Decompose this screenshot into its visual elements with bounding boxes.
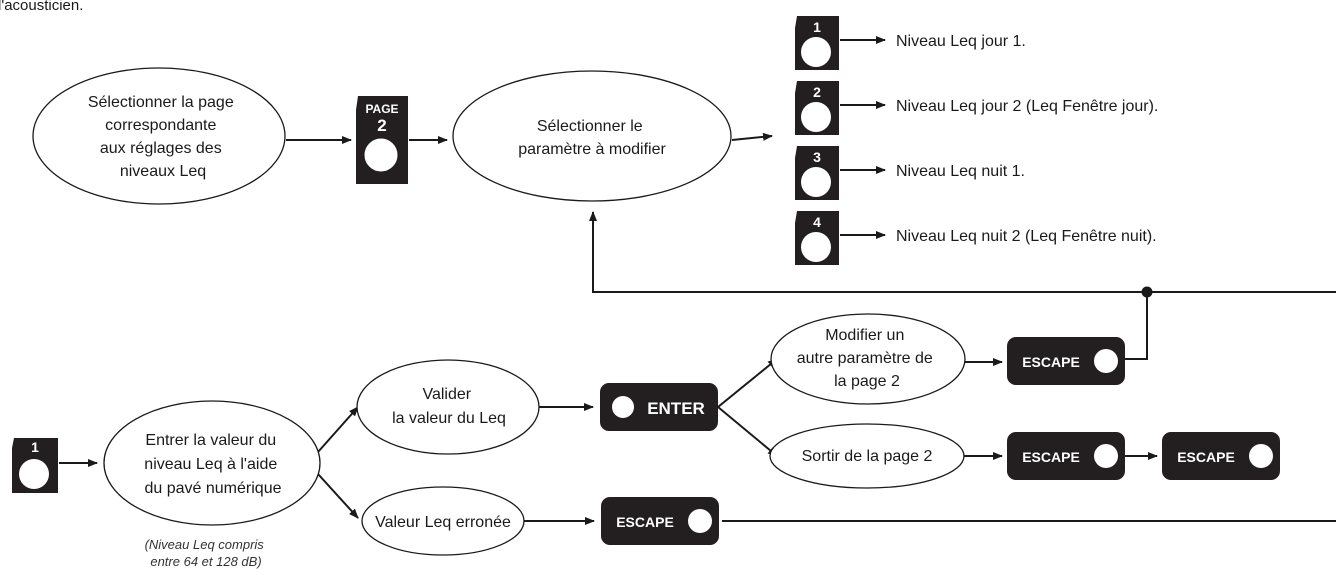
range-note: (Niveau Leq compris entre 64 et 128 dB) xyxy=(145,537,268,569)
svg-text:Sortir de la page 2: Sortir de la page 2 xyxy=(802,448,933,465)
svg-text:Sélectionner la page cor: Sélectionner la page correspondante aux … xyxy=(88,94,238,180)
node-select-page: Sélectionner la page correspondante aux … xyxy=(32,67,286,205)
node-validate: Valider la valeur du Leq xyxy=(356,359,540,455)
node-modify-other: Modifier un autre paramètre de la page 2 xyxy=(770,313,966,405)
param-label: Niveau Leq nuit 1. xyxy=(896,163,1025,180)
svg-text:Valeur Leq erronée: Valeur Leq erronée xyxy=(375,514,511,531)
svg-text:Valider la valeur du Leq: Valider la valeur du Leq xyxy=(392,386,506,427)
escape-key: ESCAPE xyxy=(601,497,719,545)
param-key-number: 4 xyxy=(813,214,821,230)
page-key-number: 2 xyxy=(377,116,386,135)
escape-key: ESCAPE xyxy=(1007,337,1125,385)
node-enter-value: Entrer la valeur du niveau Leq à l'aide … xyxy=(103,400,321,526)
param-label: Niveau Leq nuit 2 (Leq Fenêtre nuit). xyxy=(896,228,1157,245)
svg-text:Sélectionner le paramètr: Sélectionner le paramètre à modifier xyxy=(518,118,666,158)
escape-keys: ESCAPE ESCAPE ESCAPE ESCAPE xyxy=(601,337,1280,545)
svg-text:Entrer la valeur du nive: Entrer la valeur du niveau Leq à l'aide … xyxy=(144,432,281,497)
svg-text:Modifier un autre paramè: Modifier un autre paramètre de la page 2 xyxy=(797,327,938,390)
node-exit-page: Sortir de la page 2 xyxy=(769,423,965,489)
node-error: Valeur Leq erronée xyxy=(361,486,525,556)
svg-text:ESCAPE: ESCAPE xyxy=(1177,449,1235,465)
param-key-number: 1 xyxy=(813,19,821,35)
svg-text:ENTER: ENTER xyxy=(647,399,705,418)
param-label: Niveau Leq jour 1. xyxy=(896,33,1026,50)
key-1-lower: 1 xyxy=(12,438,58,493)
header-fragment: l'acousticien. xyxy=(0,0,83,14)
svg-text:ESCAPE: ESCAPE xyxy=(616,514,674,530)
svg-text:ESCAPE: ESCAPE xyxy=(1022,354,1080,370)
svg-text:1: 1 xyxy=(31,439,39,455)
param-key-number: 2 xyxy=(813,84,821,100)
escape-key: ESCAPE xyxy=(1162,432,1280,480)
param-label: Niveau Leq jour 2 (Leq Fenêtre jour). xyxy=(896,98,1158,115)
param-key-number: 3 xyxy=(813,149,821,165)
page-key-top-label: PAGE xyxy=(365,102,398,116)
escape-key: ESCAPE xyxy=(1007,432,1125,480)
enter-key: ENTER xyxy=(600,383,718,431)
node-select-parameter: Sélectionner le paramètre à modifier xyxy=(452,70,732,202)
page-2-key: PAGE 2 xyxy=(356,96,408,184)
svg-text:ESCAPE: ESCAPE xyxy=(1022,449,1080,465)
